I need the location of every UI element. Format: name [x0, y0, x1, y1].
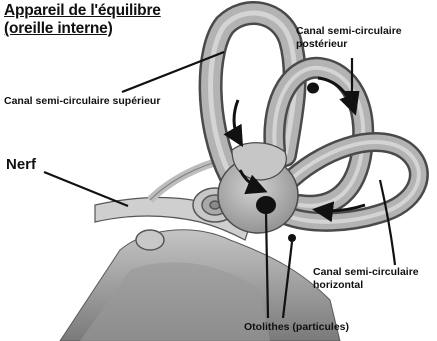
label-horizontal-canal: Canal semi-circulaire horizontal — [313, 266, 419, 292]
leader-nerve — [44, 172, 128, 206]
label-posterior-canal: Canal semi-circulaire postérieur — [296, 25, 402, 51]
flow-arrow-superior — [234, 100, 240, 142]
otolith-3 — [288, 234, 296, 242]
title-line-1: Appareil de l'équilibre — [4, 2, 161, 20]
diagram-title: Appareil de l'équilibre (oreille interne… — [4, 2, 161, 38]
title-line-2: (oreille interne) — [4, 20, 161, 38]
otolith-1 — [256, 196, 276, 214]
otolith-2 — [307, 83, 319, 94]
label-horizontal-canal-line-2: horizontal — [313, 279, 419, 292]
label-posterior-canal-line-2: postérieur — [296, 38, 402, 51]
label-superior-canal: Canal semi-circulaire supérieur — [4, 95, 160, 108]
label-horizontal-canal-line-1: Canal semi-circulaire — [313, 266, 419, 279]
label-nerve: Nerf — [6, 156, 36, 173]
label-posterior-canal-line-1: Canal semi-circulaire — [296, 25, 402, 38]
label-otoliths: Otolithes (particules) — [244, 321, 349, 334]
